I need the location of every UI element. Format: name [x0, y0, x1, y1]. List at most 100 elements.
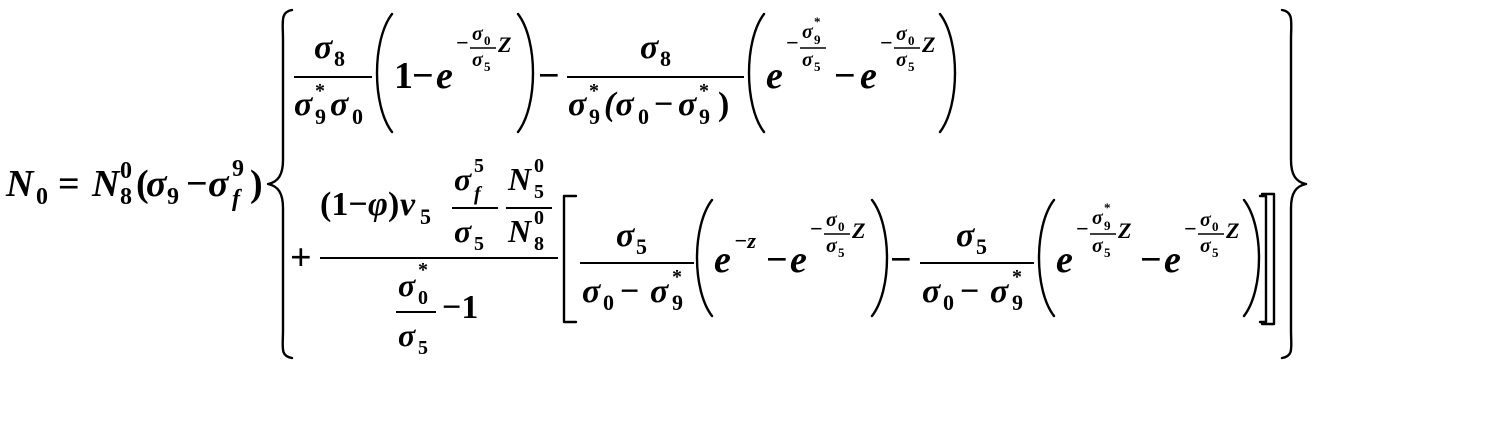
- frac2-den-sigma: σ: [568, 86, 588, 123]
- den-num-sub: 0: [418, 287, 428, 309]
- den-minus-one: −1: [442, 289, 478, 326]
- frac2-den-sigma-sup: *: [589, 80, 599, 102]
- p3-e2-exp-num-sub: 0: [838, 219, 845, 234]
- paren2-e2-exp-minus: −: [880, 30, 893, 55]
- f3-den-a-sub: 0: [603, 290, 614, 315]
- den-den-sub: 5: [418, 337, 428, 359]
- f4-num: σ: [956, 217, 976, 254]
- lhs-N: N: [5, 163, 35, 205]
- f3-den-b: σ: [650, 273, 670, 310]
- frac1-num-sigma: σ: [314, 29, 334, 66]
- n-den-sup: 0: [534, 207, 544, 229]
- line2-between-minus: −: [890, 239, 912, 281]
- prefactor-sigma-f-sup: 9: [232, 156, 244, 182]
- frac1-den-b: σ: [330, 86, 350, 123]
- n-num: N: [507, 161, 533, 197]
- paren2-e1-exp-num: σ: [802, 21, 814, 43]
- paren4-open: [1037, 198, 1056, 318]
- paren2-e1: e: [766, 55, 783, 97]
- p4-minus: −: [1140, 239, 1162, 281]
- n-den-sub: 8: [534, 233, 544, 255]
- p4-e1-exp-den-sub: 5: [1104, 245, 1111, 260]
- p4-e2: e: [1164, 239, 1181, 281]
- p3-e1: e: [714, 239, 731, 281]
- p4-e1-exp-den: σ: [1092, 235, 1104, 257]
- prefactor-N: N: [91, 163, 121, 205]
- p4-e1-exp-minus: −: [1076, 216, 1089, 241]
- lhs-N-sub: 0: [36, 184, 48, 210]
- paren1-exp-num-sub: 0: [484, 33, 491, 48]
- prefactor-close-paren: ): [250, 163, 263, 205]
- paren1-exp-den: σ: [472, 49, 484, 71]
- p4-e1: e: [1056, 239, 1073, 281]
- paren2-e1-exp-num-sub: 9: [814, 32, 821, 47]
- f4-den-b-sub: 9: [1012, 290, 1023, 315]
- prefactor-sigma: σ: [146, 163, 168, 205]
- paren2-e2-exp-den: σ: [896, 49, 908, 71]
- p3-e2: e: [790, 239, 807, 281]
- prefactor-sigma-sub: 9: [167, 184, 179, 210]
- sf-num-sup: 5: [474, 155, 484, 177]
- prefactor-N-sub: 8: [120, 184, 132, 210]
- line-1: σ 8 σ * 9 σ 0 1 − e − σ 0 σ 5 Z − σ 8 σ …: [294, 12, 957, 134]
- paren1-open: [375, 12, 394, 134]
- paren1-e: e: [436, 55, 453, 97]
- frac2-den-sigma2-sub: 9: [699, 104, 710, 129]
- paren2-e2-exp-Z: Z: [921, 32, 935, 57]
- prefactor-sigma-f-sub: f: [232, 186, 242, 212]
- frac1-den-a-sub: 9: [315, 104, 326, 129]
- sf-den-sub: 5: [474, 233, 484, 255]
- paren2-e2: e: [860, 55, 877, 97]
- coef-close: ): [388, 186, 399, 223]
- paren3-close: [870, 198, 889, 318]
- paren1-close: [516, 12, 535, 134]
- paren1-minus: −: [412, 55, 434, 97]
- line2-plus: +: [290, 237, 312, 279]
- p3-e1-exp: −z: [734, 228, 756, 253]
- paren1-exp-minus: −: [456, 30, 469, 55]
- f3-den-b-sup: *: [672, 266, 682, 288]
- lhs-equals: =: [58, 163, 80, 205]
- p3-e2-exp-Z: Z: [851, 218, 865, 243]
- f3-num-sub: 5: [636, 234, 647, 259]
- f3-den-a: σ: [582, 273, 602, 310]
- paren2-close: [938, 12, 957, 134]
- f4-num-sub: 5: [976, 234, 987, 259]
- big-right-brace: [1280, 8, 1308, 360]
- prefactor-N-sup: 0: [120, 158, 132, 184]
- p4-e2-exp-num-sub: 0: [1212, 219, 1219, 234]
- prefactor-sigma-f: σ: [208, 163, 230, 205]
- sf-den: σ: [454, 213, 472, 249]
- den-num: σ: [398, 267, 416, 303]
- paren2-e1-exp-num-sup: *: [814, 14, 821, 29]
- p4-e1-exp-num-sub: 9: [1104, 218, 1111, 233]
- frac2-den-minus: −: [654, 86, 673, 123]
- p3-minus: −: [766, 239, 788, 281]
- den-den: σ: [398, 317, 416, 353]
- n-num-sub: 5: [534, 181, 544, 203]
- paren1-one: 1: [394, 55, 413, 97]
- f4-den-a-sub: 0: [943, 290, 954, 315]
- f4-den-minus: −: [960, 273, 979, 310]
- p4-e2-exp-num: σ: [1200, 209, 1212, 231]
- frac1-num-sub: 8: [334, 46, 345, 71]
- f3-den-minus: −: [620, 273, 639, 310]
- paren4-close: [1242, 198, 1261, 318]
- sf-num-sub: f: [474, 183, 483, 205]
- paren2-e1-exp-minus: −: [786, 30, 799, 55]
- frac2-den-close: ): [718, 86, 729, 123]
- p3-e2-exp-num: σ: [826, 209, 838, 231]
- p4-e1-exp-num: σ: [1092, 207, 1104, 229]
- p3-e2-exp-den: σ: [826, 235, 838, 257]
- paren3-open: [695, 198, 714, 318]
- paren2-e1-exp-den: σ: [802, 49, 814, 71]
- p4-e2-exp-Z: Z: [1225, 218, 1239, 243]
- frac2-den-paren: (σ: [604, 86, 635, 123]
- f3-num: σ: [616, 217, 636, 254]
- p4-e2-exp-minus: −: [1184, 216, 1197, 241]
- lhs: N 0 =: [5, 163, 80, 210]
- coef-nu: ν: [400, 186, 416, 223]
- coef-nu-sub: 5: [420, 204, 431, 229]
- frac1-den-b-sub: 0: [352, 104, 363, 129]
